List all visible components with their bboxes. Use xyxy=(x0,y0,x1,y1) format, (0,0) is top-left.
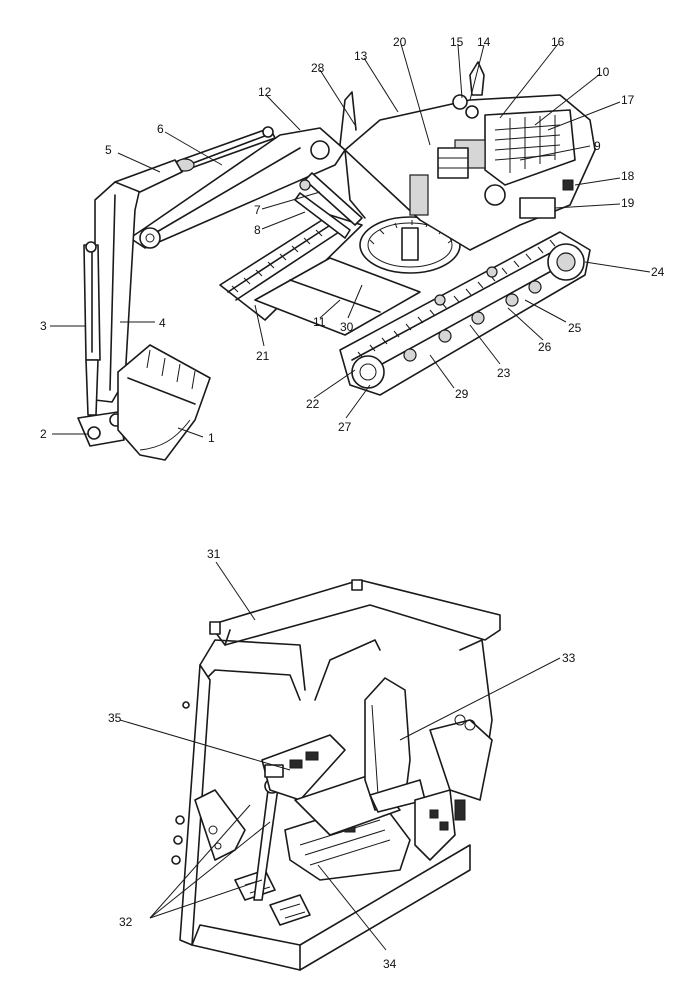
callout-4: 4 xyxy=(159,316,166,330)
arm xyxy=(94,159,183,403)
callout-20: 20 xyxy=(393,35,407,49)
rear-track xyxy=(219,214,363,321)
callout-11: 11 xyxy=(313,315,326,329)
callout-5: 5 xyxy=(105,143,112,157)
callout-7: 7 xyxy=(254,203,261,217)
callout-30: 30 xyxy=(340,320,354,334)
callout-19: 19 xyxy=(621,196,635,210)
callout-35: 35 xyxy=(108,711,122,725)
boom-cylinders xyxy=(294,172,363,239)
callout-13: 13 xyxy=(354,49,368,63)
bucket-cylinder xyxy=(83,241,101,416)
callout-17: 17 xyxy=(621,93,635,107)
callout-23: 23 xyxy=(497,366,511,380)
undercarriage-frame xyxy=(254,257,421,336)
callout-22: 22 xyxy=(306,397,320,411)
callout-27: 27 xyxy=(338,420,352,434)
callout-12: 12 xyxy=(258,85,272,99)
callout-25: 25 xyxy=(568,321,582,335)
boom xyxy=(129,127,346,249)
callout-2: 2 xyxy=(40,427,47,441)
callout-33: 33 xyxy=(562,651,576,665)
callout-numbers: 1 2 3 4 5 6 7 8 9 10 11 12 13 14 15 16 1… xyxy=(40,35,665,971)
callout-32: 32 xyxy=(119,915,133,929)
callout-28: 28 xyxy=(311,61,325,75)
callout-29: 29 xyxy=(455,387,469,401)
callout-1: 1 xyxy=(208,431,215,445)
callout-21: 21 xyxy=(256,349,270,363)
front-track xyxy=(339,231,591,396)
bucket-linkage xyxy=(77,411,125,447)
bucket xyxy=(117,344,211,461)
callout-24: 24 xyxy=(651,265,665,279)
callout-3: 3 xyxy=(40,319,47,333)
callout-34: 34 xyxy=(383,957,397,971)
callout-16: 16 xyxy=(551,35,565,49)
callout-9: 9 xyxy=(594,139,601,153)
callout-18: 18 xyxy=(621,169,635,183)
callout-14: 14 xyxy=(477,35,491,49)
callout-10: 10 xyxy=(596,65,610,79)
callout-31: 31 xyxy=(207,547,221,561)
leader-lines xyxy=(50,43,651,951)
excavator-illustration xyxy=(77,61,596,461)
callout-8: 8 xyxy=(254,223,261,237)
callout-26: 26 xyxy=(538,340,552,354)
callout-15: 15 xyxy=(450,35,464,49)
callout-6: 6 xyxy=(157,122,164,136)
cab-illustration xyxy=(171,579,501,971)
